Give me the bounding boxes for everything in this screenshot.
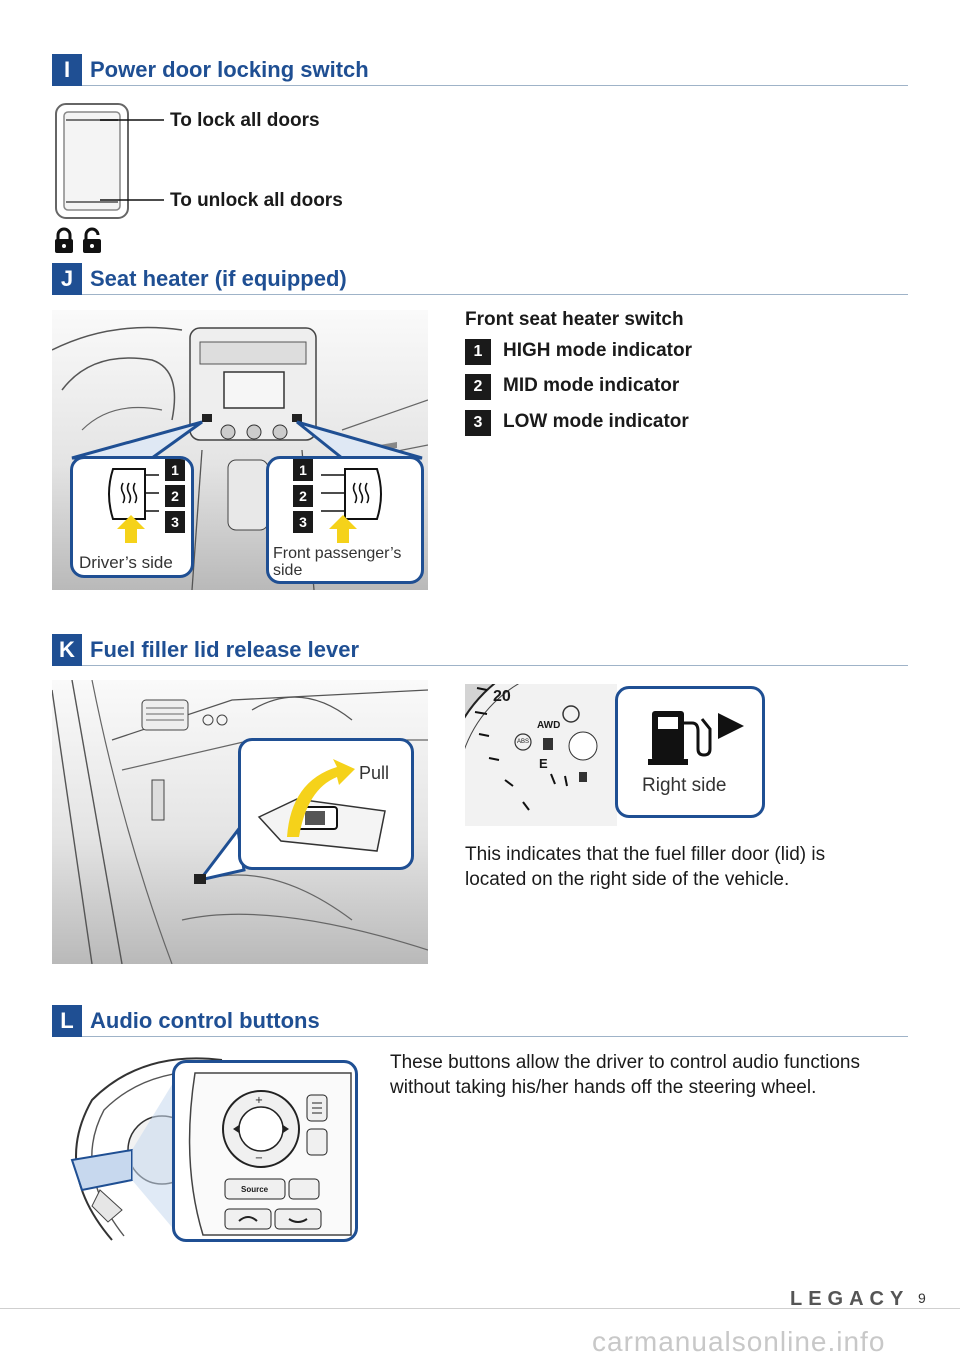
section-k-title: Fuel filler lid release lever — [90, 637, 360, 662]
lock-leader-lines — [100, 119, 164, 201]
dashboard-illustration: 1 2 3 Driver’s side 1 2 3 Front passenge… — [52, 310, 428, 590]
source-button-label: Source — [241, 1185, 269, 1194]
indicator-badge-1: 1 — [465, 339, 491, 365]
section-j-badge: J — [52, 263, 82, 295]
passenger-side-switch-callout: 1 2 3 Front passenger’s side — [266, 456, 424, 584]
section-j-header: J Seat heater (if equipped) — [52, 263, 908, 295]
lock-switch-illustration — [52, 100, 142, 253]
driver-side-label: Driver’s side — [79, 553, 173, 572]
audio-description: These buttons allow the driver to contro… — [390, 1052, 860, 1098]
lock-icon — [55, 227, 73, 253]
seat-heater-switch-heading: Front seat heater switch — [465, 309, 684, 330]
section-i-badge: I — [52, 54, 82, 86]
section-j-title: Seat heater (if equipped) — [90, 266, 347, 291]
brand-logo: LEGACY — [790, 1288, 910, 1310]
driver-indicator-2: 2 — [165, 485, 185, 507]
right-side-callout: Right side — [615, 686, 765, 818]
seat-heater-icon — [321, 468, 382, 543]
section-k-header: K Fuel filler lid release lever — [52, 634, 908, 666]
passenger-indicator-3: 3 — [293, 511, 313, 533]
gauge-awd-label: AWD — [537, 720, 561, 731]
driver-indicator-3: 3 — [165, 511, 185, 533]
fuel-lever-callout: Pull — [238, 738, 414, 870]
fuel-pump-icon — [648, 711, 712, 765]
page-number: 9 — [918, 1290, 926, 1306]
svg-text:−: − — [255, 1153, 263, 1164]
passenger-indicator-1: 1 — [293, 459, 313, 481]
section-l-badge: L — [52, 1005, 82, 1037]
seat-heater-icon — [108, 468, 159, 543]
section-l-header: L Audio control buttons — [52, 1005, 908, 1037]
fuel-lid-description: This indicates that the fuel filler door… — [465, 844, 826, 890]
arrow-right-icon — [718, 713, 744, 739]
mid-mode-label: MID mode indicator — [503, 375, 680, 396]
section-k-badge: K — [52, 634, 82, 666]
section-l-title: Audio control buttons — [90, 1008, 320, 1033]
indicator-badge-3: 3 — [465, 410, 491, 436]
gauge-speed-label: 20 — [493, 688, 511, 705]
lock-all-doors-label: To lock all doors — [170, 110, 320, 131]
watermark: carmanualsonline.info — [592, 1326, 886, 1357]
section-i-title: Power door locking switch — [90, 57, 369, 82]
audio-buttons-callout: + − Source — [172, 1060, 358, 1242]
pull-label: Pull — [359, 763, 390, 783]
driver-side-switch-callout: 1 2 3 Driver’s side — [70, 456, 194, 578]
footer-divider — [0, 1308, 960, 1309]
passenger-side-label: Front passenger’s side — [273, 545, 402, 579]
fuel-gauge-illustration: 20 AWD ABS E — [465, 684, 617, 826]
gauge-abs-label: ABS — [517, 739, 530, 745]
section-i-header: I Power door locking switch — [52, 54, 908, 86]
right-side-label: Right side — [642, 775, 727, 796]
unlock-all-doors-label: To unlock all doors — [170, 190, 343, 211]
gauge-empty-label: E — [539, 756, 548, 771]
high-mode-label: HIGH mode indicator — [503, 340, 692, 361]
unlock-icon — [83, 227, 102, 253]
indicator-badge-2: 2 — [465, 374, 491, 400]
low-mode-label: LOW mode indicator — [503, 411, 689, 432]
driver-indicator-1: 1 — [165, 459, 185, 481]
fuel-lever-illustration: Pull — [52, 680, 428, 964]
passenger-indicator-2: 2 — [293, 485, 313, 507]
svg-text:+: + — [255, 1095, 263, 1106]
